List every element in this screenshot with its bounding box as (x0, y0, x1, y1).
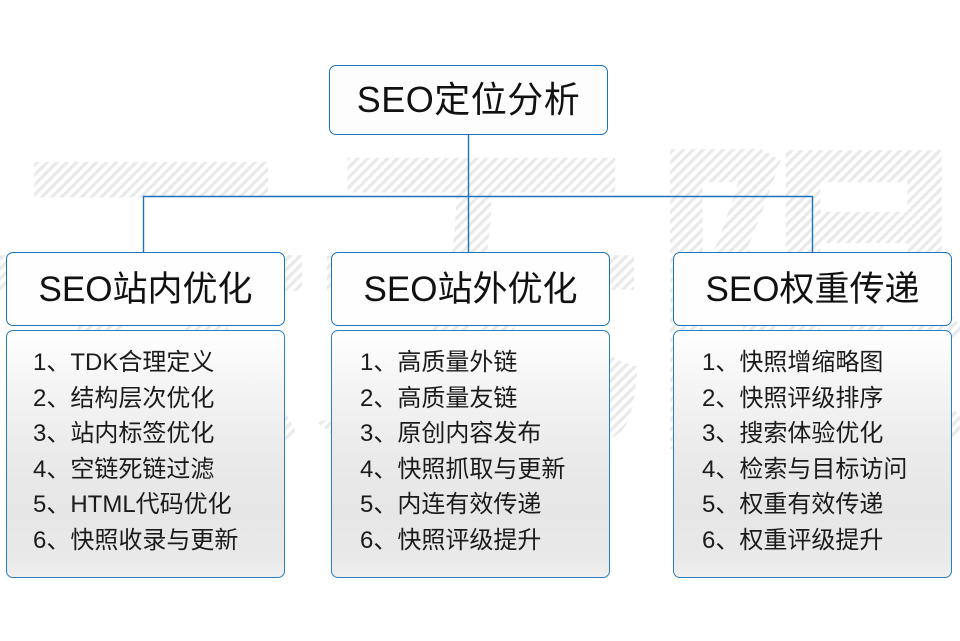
list-item: 3、站内标签优化 (33, 420, 215, 447)
list-item: 2、快照评级排序 (702, 384, 884, 412)
list-item: 5、HTML代码优化 (33, 491, 232, 518)
list-item: 6、快照收录与更新 (33, 526, 239, 554)
column-header-on-site: SEO站内优化 (6, 252, 285, 326)
list-item: 1、快照增缩略图 (702, 349, 884, 376)
item-list-weight-transfer: 1、快照增缩略图 2、快照评级排序 3、搜索体验优化 4、检索与目标访问 5、权… (674, 345, 951, 558)
list-item: 5、内连有效传递 (360, 491, 542, 518)
title-label: SEO定位分析 (356, 79, 581, 120)
column-header-off-site: SEO站外优化 (331, 252, 610, 326)
list-item: 6、权重评级提升 (702, 526, 884, 554)
column-header-label: SEO站内优化 (38, 269, 253, 309)
list-item: 1、TDK合理定义 (33, 349, 215, 376)
column-header-label: SEO站外优化 (363, 269, 578, 309)
column-weight-transfer: SEO权重传递 1、快照增缩略图 2、快照评级排序 3、搜索体验优化 4、检索与… (673, 252, 952, 578)
title-box: SEO定位分析 (329, 65, 608, 135)
column-off-site: SEO站外优化 1、高质量外链 2、高质量友链 3、原创内容发布 4、快照抓取与… (331, 252, 610, 578)
item-list-on-site: 1、TDK合理定义 2、结构层次优化 3、站内标签优化 4、空链死链过滤 5、H… (7, 345, 284, 558)
list-item: 6、快照评级提升 (360, 526, 542, 554)
column-body-on-site: 1、TDK合理定义 2、结构层次优化 3、站内标签优化 4、空链死链过滤 5、H… (6, 330, 285, 578)
list-item: 1、高质量外链 (360, 349, 518, 376)
list-item: 4、检索与目标访问 (702, 455, 908, 483)
column-on-site: SEO站内优化 1、TDK合理定义 2、结构层次优化 3、站内标签优化 4、空链… (6, 252, 285, 578)
list-item: 2、结构层次优化 (33, 384, 215, 412)
list-item: 4、快照抓取与更新 (360, 455, 566, 483)
column-body-off-site: 1、高质量外链 2、高质量友链 3、原创内容发布 4、快照抓取与更新 5、内连有… (331, 330, 610, 578)
list-item: 4、空链死链过滤 (33, 455, 215, 483)
column-body-weight-transfer: 1、快照增缩略图 2、快照评级排序 3、搜索体验优化 4、检索与目标访问 5、权… (673, 330, 952, 578)
list-item: 2、高质量友链 (360, 384, 518, 412)
list-item: 3、搜索体验优化 (702, 420, 884, 447)
column-header-label: SEO权重传递 (705, 269, 920, 309)
column-header-weight-transfer: SEO权重传递 (673, 252, 952, 326)
item-list-off-site: 1、高质量外链 2、高质量友链 3、原创内容发布 4、快照抓取与更新 5、内连有… (332, 345, 609, 558)
list-item: 5、权重有效传递 (702, 491, 884, 518)
list-item: 3、原创内容发布 (360, 420, 542, 447)
